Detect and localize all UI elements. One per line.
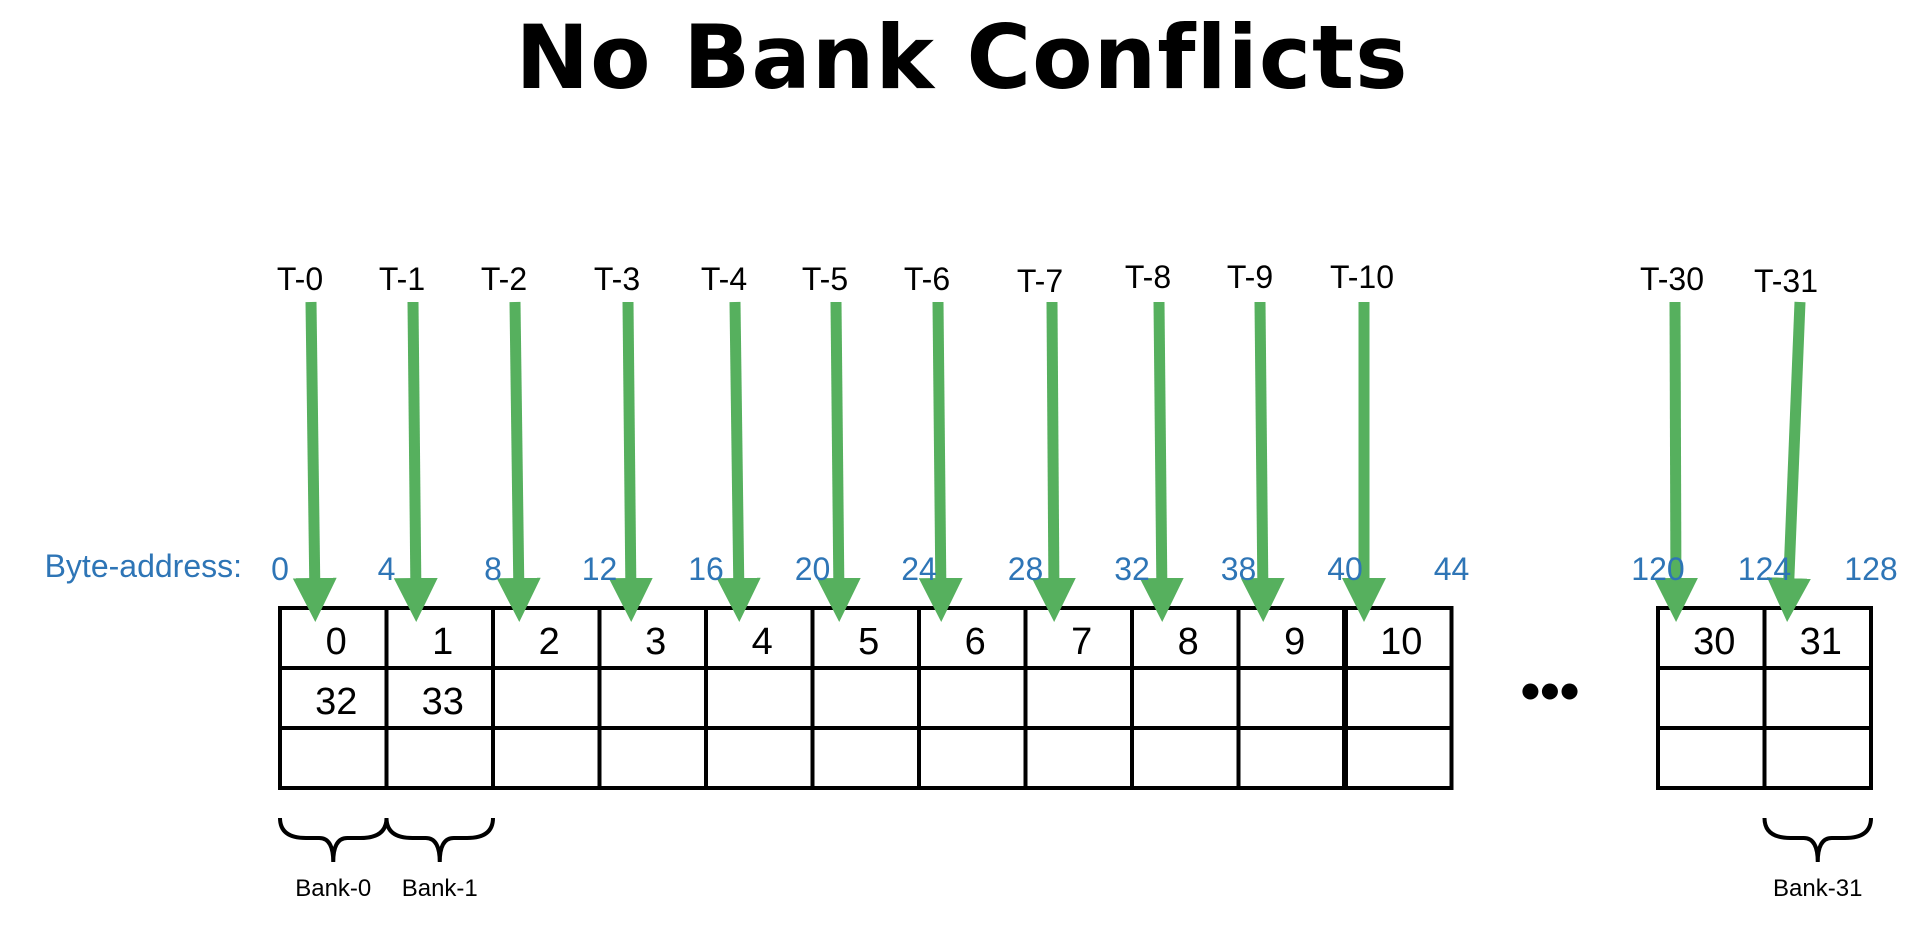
byte-address: 16 [688, 551, 724, 587]
byte-address: 4 [378, 551, 396, 587]
thread-access-arrow [1139, 301, 1184, 622]
memory-cell: 10 [1380, 621, 1422, 663]
byte-address: 38 [1221, 551, 1257, 587]
byte-address: 32 [1114, 551, 1150, 587]
byte-address: 44 [1434, 551, 1470, 587]
ellipsis: ••• [1521, 659, 1580, 722]
thread-access-arrow [716, 301, 761, 622]
bank-1-brace [384, 817, 495, 863]
memory-cell: 6 [965, 621, 986, 663]
thread-access-arrow [608, 301, 653, 622]
thread-label: T-4 [701, 261, 747, 297]
byte-address: 124 [1738, 551, 1791, 587]
memory-cell: 2 [539, 621, 560, 663]
byte-address: 0 [271, 551, 289, 587]
memory-cell: 8 [1178, 621, 1199, 663]
memory-cell: 31 [1800, 621, 1842, 663]
thread-access-arrow [1240, 301, 1285, 622]
thread-label: T-5 [802, 261, 848, 297]
thread-label: T-1 [379, 261, 425, 297]
memory-cell: 0 [326, 621, 347, 663]
byte-address: 28 [1008, 551, 1044, 587]
memory-cell: 9 [1284, 621, 1305, 663]
byte-address: 12 [582, 551, 618, 587]
thread-label: T-9 [1227, 259, 1273, 295]
memory-cell: 5 [858, 621, 879, 663]
bank-label: Bank-31 [1773, 875, 1862, 902]
memory-cell: 4 [752, 621, 773, 663]
byte-address: 128 [1844, 551, 1897, 587]
memory-cell: 33 [422, 681, 464, 723]
byte-address: 20 [795, 551, 831, 587]
thread-label: T-31 [1754, 263, 1818, 299]
thread-label: T-6 [904, 261, 950, 297]
thread-access-arrow [1766, 301, 1811, 622]
byte-address: 24 [901, 551, 937, 587]
thread-label: T-8 [1125, 259, 1171, 295]
thread-label: T-7 [1017, 263, 1063, 299]
memory-cell: 3 [645, 621, 666, 663]
thread-access-arrow [393, 301, 438, 622]
slide-title: No Bank Conflicts [515, 6, 1409, 109]
thread-label: T-10 [1330, 259, 1394, 295]
bank-31-brace [1762, 817, 1873, 863]
thread-access-arrow [496, 301, 541, 622]
memory-cell: 32 [315, 681, 357, 723]
memory-cell: 30 [1693, 621, 1735, 663]
thread-access-arrow [918, 301, 963, 622]
thread-label: T-0 [277, 261, 323, 297]
thread-access-arrow [816, 301, 861, 622]
byte-address: 40 [1327, 551, 1363, 587]
thread-label: T-30 [1640, 261, 1704, 297]
bank-label: Bank-1 [402, 875, 478, 902]
thread-label: T-3 [594, 261, 640, 297]
bank-label: Bank-0 [295, 875, 371, 902]
thread-access-arrow [292, 301, 337, 622]
memory-cell: 7 [1071, 621, 1092, 663]
thread-access-arrow [1031, 301, 1076, 622]
memory-cell: 1 [432, 621, 453, 663]
byte-address: 8 [484, 551, 502, 587]
bank-0-brace [278, 817, 389, 863]
byte-address: 120 [1631, 551, 1684, 587]
thread-label: T-2 [481, 261, 527, 297]
thread-access-arrow [1653, 301, 1698, 622]
byte-address-label: Byte-address: [45, 548, 242, 584]
